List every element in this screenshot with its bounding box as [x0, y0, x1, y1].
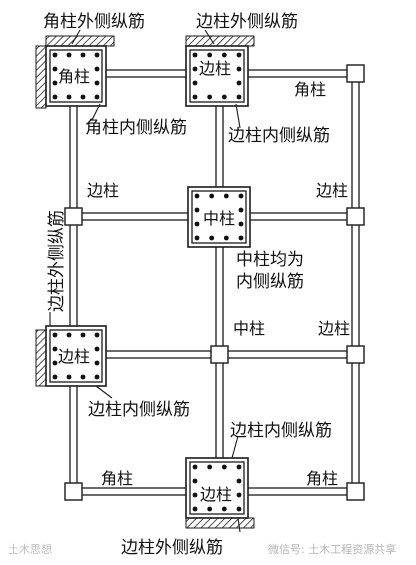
label-corner-outer-bars: 角柱外侧纵筋 — [43, 12, 145, 32]
rebar-dot — [238, 235, 244, 241]
rebar-dot — [192, 478, 198, 484]
rebar-dot — [236, 506, 242, 512]
rebar-dot — [80, 52, 86, 58]
label-center-note-line1: 中柱均为 — [236, 250, 304, 270]
rebar-dot — [192, 492, 198, 498]
label-corner-left-bottom: 角柱 — [101, 469, 133, 488]
label-edge-left-upper: 边柱 — [87, 181, 119, 200]
rebar-dot — [236, 80, 242, 86]
label-center-column-lower: 中柱 — [233, 319, 265, 338]
rebar-dot — [238, 221, 244, 227]
corner-column-top-right — [346, 64, 365, 83]
rebar-dot — [52, 332, 58, 338]
rebar-dot — [192, 66, 198, 72]
rebar-dot — [194, 221, 200, 227]
rebar-dot — [52, 346, 58, 352]
rebar-dot — [94, 52, 100, 58]
rebar-dot — [223, 193, 229, 199]
rebar-dot — [192, 506, 198, 512]
rebar-dot — [66, 52, 72, 58]
label-edge-outer-bars-vertical: 边柱外侧纵筋 — [47, 210, 67, 312]
rebar-dot — [94, 346, 100, 352]
rebar-dot — [194, 207, 200, 213]
rebar-dot — [209, 235, 215, 241]
rebar-dot — [94, 80, 100, 86]
center-column-lower — [210, 345, 229, 364]
rebar-dot — [192, 464, 198, 470]
rebar-dot — [236, 492, 242, 498]
rebar-dot — [192, 52, 198, 58]
rebar-dot — [194, 193, 200, 199]
rebar-dot — [52, 94, 58, 100]
rebar-dot — [52, 374, 58, 380]
rebar-dot — [80, 94, 86, 100]
beam-center — [215, 69, 224, 496]
rebar-dot — [207, 52, 213, 58]
rebar-dot — [94, 66, 100, 72]
rebar-dot — [236, 52, 242, 58]
edge-column-left-upper — [64, 207, 83, 226]
label-edge-outer-bars-top: 边柱外侧纵筋 — [196, 12, 298, 32]
rebar-dot — [207, 94, 213, 100]
label-edge-inner-bars-left: 边柱内侧纵筋 — [88, 400, 190, 420]
rebar-dot — [221, 506, 227, 512]
label-edge-outer-bars-bottom: 边柱外侧纵筋 — [121, 538, 223, 558]
rebar-dot — [236, 66, 242, 72]
rebar-dot — [221, 94, 227, 100]
small-columns — [64, 64, 365, 501]
rebar-dot — [209, 193, 215, 199]
label-edge-inner-bars-top: 边柱内侧纵筋 — [228, 126, 330, 146]
rebar-dots — [52, 52, 244, 512]
label-center-note-line2: 内侧纵筋 — [236, 272, 304, 292]
rebar-dot — [80, 374, 86, 380]
leader-lines — [49, 29, 241, 533]
rebar-dot — [192, 80, 198, 86]
rebar-dot — [94, 94, 100, 100]
rebar-dot — [236, 94, 242, 100]
beam-right — [351, 69, 360, 496]
label-edge-inner-bars-bottom: 边柱内侧纵筋 — [230, 421, 332, 441]
rebar-dot — [52, 52, 58, 58]
beam-left — [69, 69, 78, 496]
watermark-right: 微信号: 土木工程资源共享 — [268, 542, 396, 556]
rebar-dot — [238, 207, 244, 213]
label-edge-column-bottom: 边柱 — [200, 485, 232, 504]
rebar-dot — [192, 94, 198, 100]
label-edge-column-left: 边柱 — [58, 347, 90, 366]
rebar-dot — [221, 464, 227, 470]
corner-column-bottom-right — [346, 482, 365, 501]
rebar-dot — [94, 374, 100, 380]
rebar-dot — [236, 478, 242, 484]
rebar-dot — [207, 464, 213, 470]
label-corner-column-top-left: 角柱 — [58, 67, 90, 86]
rebar-dot — [94, 332, 100, 338]
rebar-dot — [66, 332, 72, 338]
rebar-dot — [52, 80, 58, 86]
rebar-dot — [94, 360, 100, 366]
edge-column-right-lower — [346, 345, 365, 364]
rebar-dot — [80, 332, 86, 338]
edge-column-right-upper — [346, 207, 365, 226]
rebar-dot — [66, 94, 72, 100]
rebar-dot — [223, 235, 229, 241]
label-corner-right-bottom: 角柱 — [306, 469, 338, 488]
rebar-dot — [236, 464, 242, 470]
label-corner-right-top: 角柱 — [294, 80, 326, 99]
label-center-column: 中柱 — [203, 209, 235, 228]
label-edge-right-upper: 边柱 — [316, 181, 348, 200]
outer-bar-hatching — [35, 35, 255, 529]
rebar-dot — [207, 506, 213, 512]
rebar-dot — [52, 360, 58, 366]
rebar-dot — [194, 235, 200, 241]
rebar-dot — [221, 52, 227, 58]
label-corner-inner-bars: 角柱内侧纵筋 — [85, 118, 187, 138]
label-edge-column-top: 边柱 — [199, 59, 231, 78]
rebar-dot — [66, 374, 72, 380]
watermark-left: 土木思想 — [8, 542, 52, 556]
rebar-dot — [52, 66, 58, 72]
corner-column-bottom-left — [64, 482, 83, 501]
label-edge-right-lower: 边柱 — [318, 319, 350, 338]
rebar-dot — [238, 193, 244, 199]
